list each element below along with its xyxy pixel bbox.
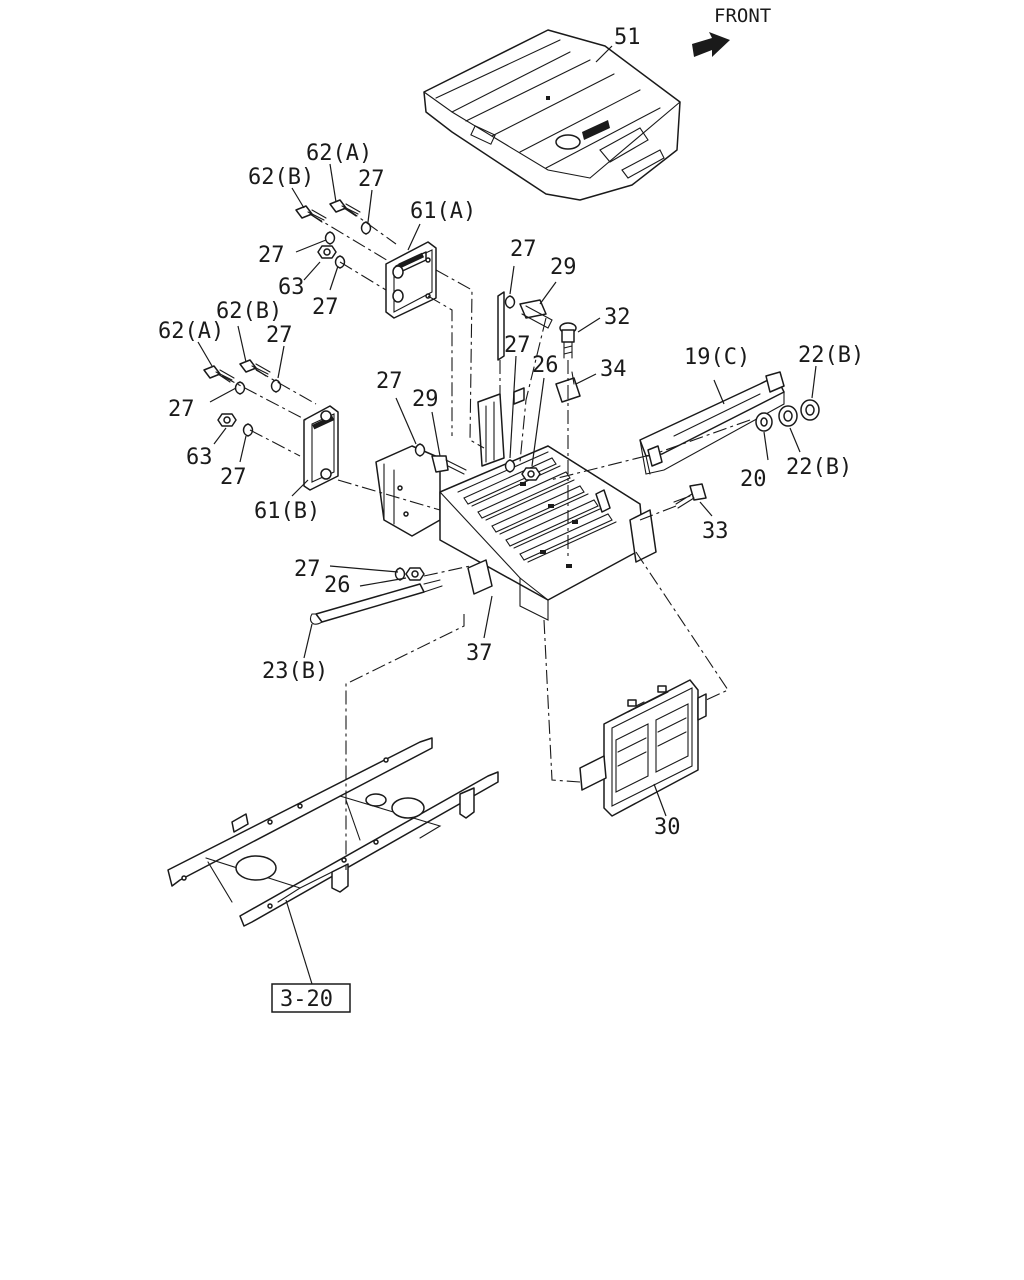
callout-34: 34: [600, 357, 627, 382]
callout-27-lower-1: 27: [220, 465, 247, 490]
callout-26-upper: 26: [532, 353, 559, 378]
callout-27-upper-2: 27: [258, 243, 285, 268]
callout-32: 32: [604, 305, 631, 330]
part-37-step-frame: [375, 445, 657, 621]
front-arrow-icon: [692, 32, 730, 57]
callout-62b-upper: 62(B): [248, 165, 314, 190]
reference-box-frame: [271, 983, 351, 1013]
reference-box-label: 3-20: [280, 987, 333, 1012]
callout-62b-lower: 62(B): [216, 299, 282, 324]
part-23b-rod: [309, 579, 443, 625]
hardware-26-27-lower: [394, 567, 425, 581]
leader-lines: [197, 45, 817, 985]
callout-27-center-2: 27: [504, 333, 531, 358]
center-bracket: [414, 291, 553, 481]
callout-22b-lower: 22(B): [786, 455, 852, 480]
callout-29-upper: 29: [550, 255, 577, 280]
callout-62a-lower: 62(A): [158, 319, 224, 344]
callout-27-mid-2: 27: [376, 369, 403, 394]
reference-box-3-20[interactable]: 3-20: [271, 983, 351, 1013]
callout-27-mid-3: 27: [168, 397, 195, 422]
callout-20: 20: [740, 467, 767, 492]
bolt-33: [673, 483, 707, 509]
part-30-step-plate: [579, 679, 707, 817]
callout-labels: 51 62(A) 62(B) 27 61(A) 27 63 27 27 29 3…: [158, 25, 864, 840]
callout-61a: 61(A): [410, 199, 476, 224]
callout-63-upper: 63: [278, 275, 305, 300]
callout-30: 30: [654, 815, 681, 840]
callout-29-mid: 29: [412, 387, 439, 412]
hardware-20-22b: [755, 399, 820, 432]
callout-62a-upper: 62(A): [306, 141, 372, 166]
callout-61b: 61(B): [254, 499, 320, 524]
part-19c-step-rail: [639, 371, 785, 475]
part-61a-bracket: [385, 241, 437, 319]
part-61b-bracket: [303, 405, 339, 491]
part-51-step-cover: [423, 29, 681, 201]
callout-63-lower: 63: [186, 445, 213, 470]
callout-37: 37: [466, 641, 493, 666]
callout-27-upper-3: 27: [312, 295, 339, 320]
bolts-62-upper: [295, 199, 372, 269]
callout-27-lower-2: 27: [294, 557, 321, 582]
callout-33: 33: [702, 519, 729, 544]
callout-51: 51: [614, 25, 641, 50]
front-label: FRONT: [714, 5, 771, 27]
callout-27-mid-1: 27: [266, 323, 293, 348]
callout-27-upper-1: 27: [358, 167, 385, 192]
callout-27-center-1: 27: [510, 237, 537, 262]
callout-26-lower: 26: [324, 573, 351, 598]
alignment-lines: [221, 207, 751, 870]
callout-19c: 19(C): [684, 345, 750, 370]
bolts-62-lower: [203, 359, 282, 437]
front-indicator: FRONT: [692, 5, 771, 57]
callout-22b-upper: 22(B): [798, 343, 864, 368]
callout-23b: 23(B): [262, 659, 328, 684]
chassis-frame: [167, 737, 499, 927]
